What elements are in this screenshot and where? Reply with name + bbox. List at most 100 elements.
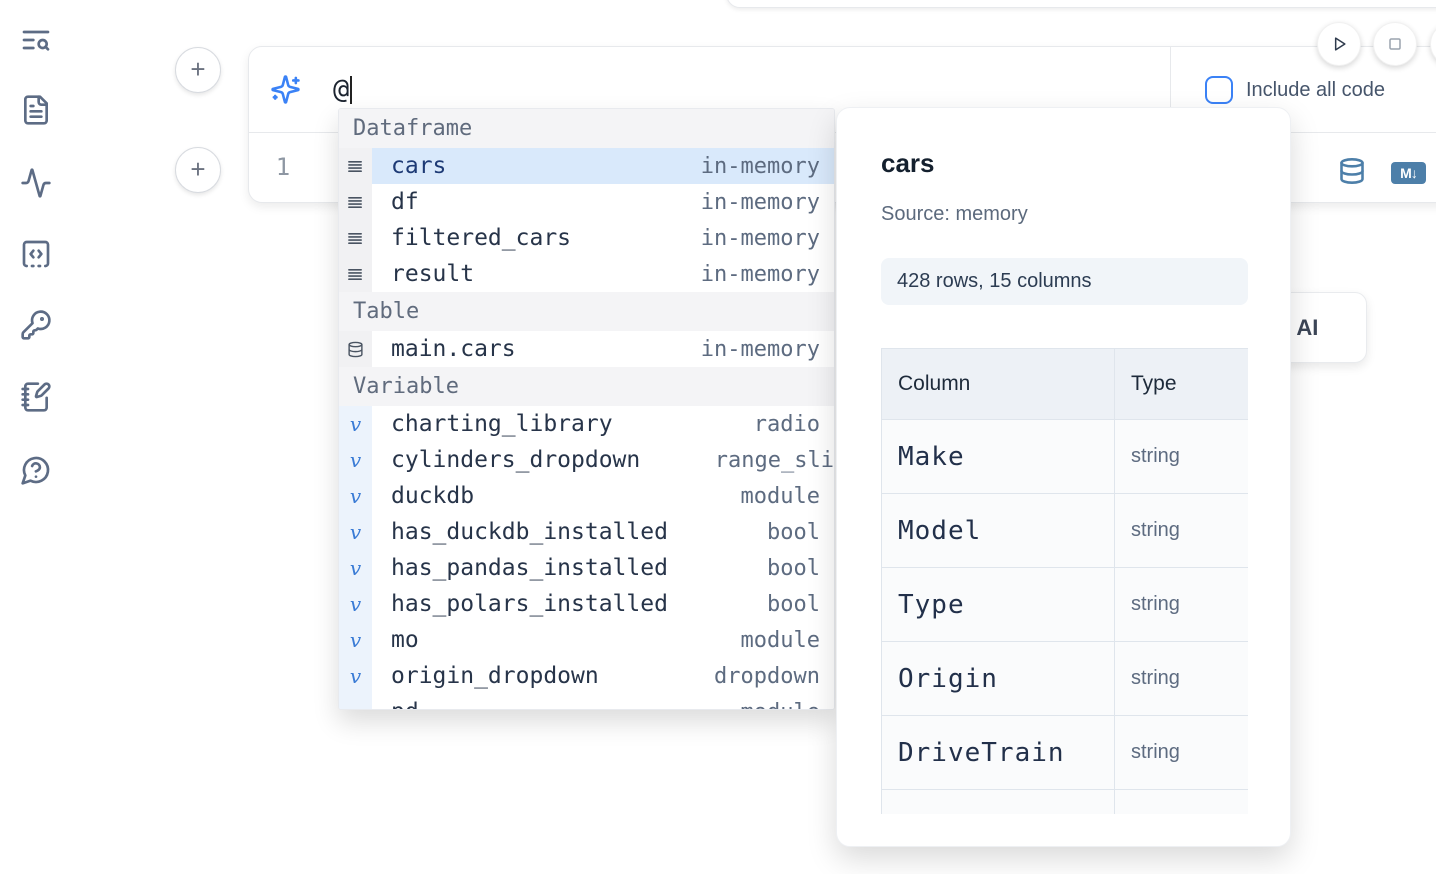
autocomplete-item-body: has_polars_installed bool (372, 586, 834, 622)
column-type-cell: string (1114, 715, 1248, 790)
text-caret (350, 76, 353, 104)
variable-icon: v (339, 478, 372, 514)
autocomplete-item-body: duckdb module (372, 478, 834, 514)
autocomplete-item-detail: range_sli (714, 447, 834, 473)
stop-button[interactable] (1373, 22, 1417, 66)
autocomplete-item-name: filtered_cars (391, 225, 572, 251)
autocomplete-item[interactable]: df in-memory (339, 184, 834, 220)
dataframe-preview-panel: cars Source: memory 428 rows, 15 columns… (836, 107, 1291, 847)
code-editor-row[interactable]: 1 M↓ (249, 133, 1436, 202)
autocomplete-item-name: pd (391, 699, 419, 709)
autocomplete-item-detail: in-memory (700, 153, 820, 179)
dataframe-icon (339, 148, 372, 184)
notebook-pen-icon[interactable] (20, 381, 52, 413)
key-icon[interactable] (20, 309, 52, 341)
include-all-code-label: Include all code (1246, 79, 1385, 101)
variable-icon: v (339, 406, 372, 442)
preview-shape-badge: 428 rows, 15 columns (881, 258, 1248, 305)
autocomplete-item[interactable]: vpdmodule (339, 694, 834, 709)
autocomplete-item[interactable]: v has_polars_installed bool (339, 586, 834, 622)
autocomplete-item-detail: module (740, 483, 820, 509)
dataframe-icon (339, 220, 372, 256)
schema-header-cell: Column (881, 348, 1115, 420)
autocomplete-section-header: Table (339, 292, 834, 331)
autocomplete-section-header: Variable (339, 367, 834, 406)
autocomplete-item-body: pdmodule (372, 694, 834, 709)
column-name-cell: Type (881, 567, 1115, 642)
autocomplete-item-name: has_pandas_installed (391, 555, 668, 581)
autocomplete-item-name: charting_library (391, 411, 613, 437)
autocomplete-item-body: df in-memory (372, 184, 834, 220)
column-type-cell: string (1114, 567, 1248, 642)
text-search-icon[interactable] (20, 24, 52, 56)
dataframe-icon (339, 256, 372, 292)
stop-square-icon (1389, 38, 1401, 50)
line-number: 1 (275, 153, 291, 181)
column-name-cell: Model (881, 493, 1115, 568)
help-chat-icon[interactable] (20, 454, 52, 486)
column-name-cell: Origin (881, 641, 1115, 716)
autocomplete-item-detail: in-memory (700, 225, 820, 251)
run-cell-button[interactable] (1317, 22, 1361, 66)
sidebar (0, 0, 72, 874)
autocomplete-item-name: origin_dropdown (391, 663, 599, 689)
autocomplete-item-name: mo (391, 627, 419, 653)
autocomplete-item-name: has_polars_installed (391, 591, 668, 617)
ai-prompt-input[interactable]: @ (333, 47, 353, 133)
add-cell-above-button[interactable]: + (175, 47, 221, 93)
autocomplete-item-detail: module (740, 627, 820, 653)
autocomplete-item-name: cars (391, 153, 447, 179)
code-square-icon[interactable] (20, 238, 52, 270)
autocomplete-item[interactable]: cars in-memory (339, 148, 834, 184)
column-name-cell: Make (881, 419, 1115, 494)
variable-icon: v (339, 442, 372, 478)
autocomplete-item-name: has_duckdb_installed (391, 519, 668, 545)
autocomplete-item-body: has_duckdb_installed bool (372, 514, 834, 550)
file-text-icon[interactable] (20, 94, 52, 126)
add-cell-below-button[interactable]: + (175, 147, 221, 193)
markdown-icon[interactable]: M↓ (1391, 162, 1426, 184)
autocomplete-item-detail: bool (767, 519, 820, 545)
variable-icon: v (339, 586, 372, 622)
database-icon[interactable] (1338, 157, 1366, 185)
activity-icon[interactable] (20, 167, 52, 199)
preview-title: cars (881, 148, 935, 178)
autocomplete-item[interactable]: v has_duckdb_installed bool (339, 514, 834, 550)
autocomplete-item-detail: in-memory (700, 336, 820, 362)
dataframe-icon (339, 184, 372, 220)
column-type-cell: string (1114, 641, 1248, 716)
column-type-cell: string (1114, 493, 1248, 568)
autocomplete-item-name: duckdb (391, 483, 475, 509)
variable-icon: v (339, 622, 372, 658)
column-type-cell (1114, 789, 1248, 814)
autocomplete-item-detail: bool (767, 591, 820, 617)
column-type-cell: string (1114, 419, 1248, 494)
variable-icon: v (339, 514, 372, 550)
autocomplete-item[interactable]: filtered_cars in-memory (339, 220, 834, 256)
variable-icon: v (339, 550, 372, 586)
sparkles-icon (270, 74, 301, 105)
include-all-code-checkbox[interactable] (1205, 76, 1233, 104)
autocomplete-item-detail: in-memory (700, 189, 820, 215)
preview-source: Source: memory (881, 203, 1028, 225)
autocomplete-item-name: df (391, 189, 419, 215)
